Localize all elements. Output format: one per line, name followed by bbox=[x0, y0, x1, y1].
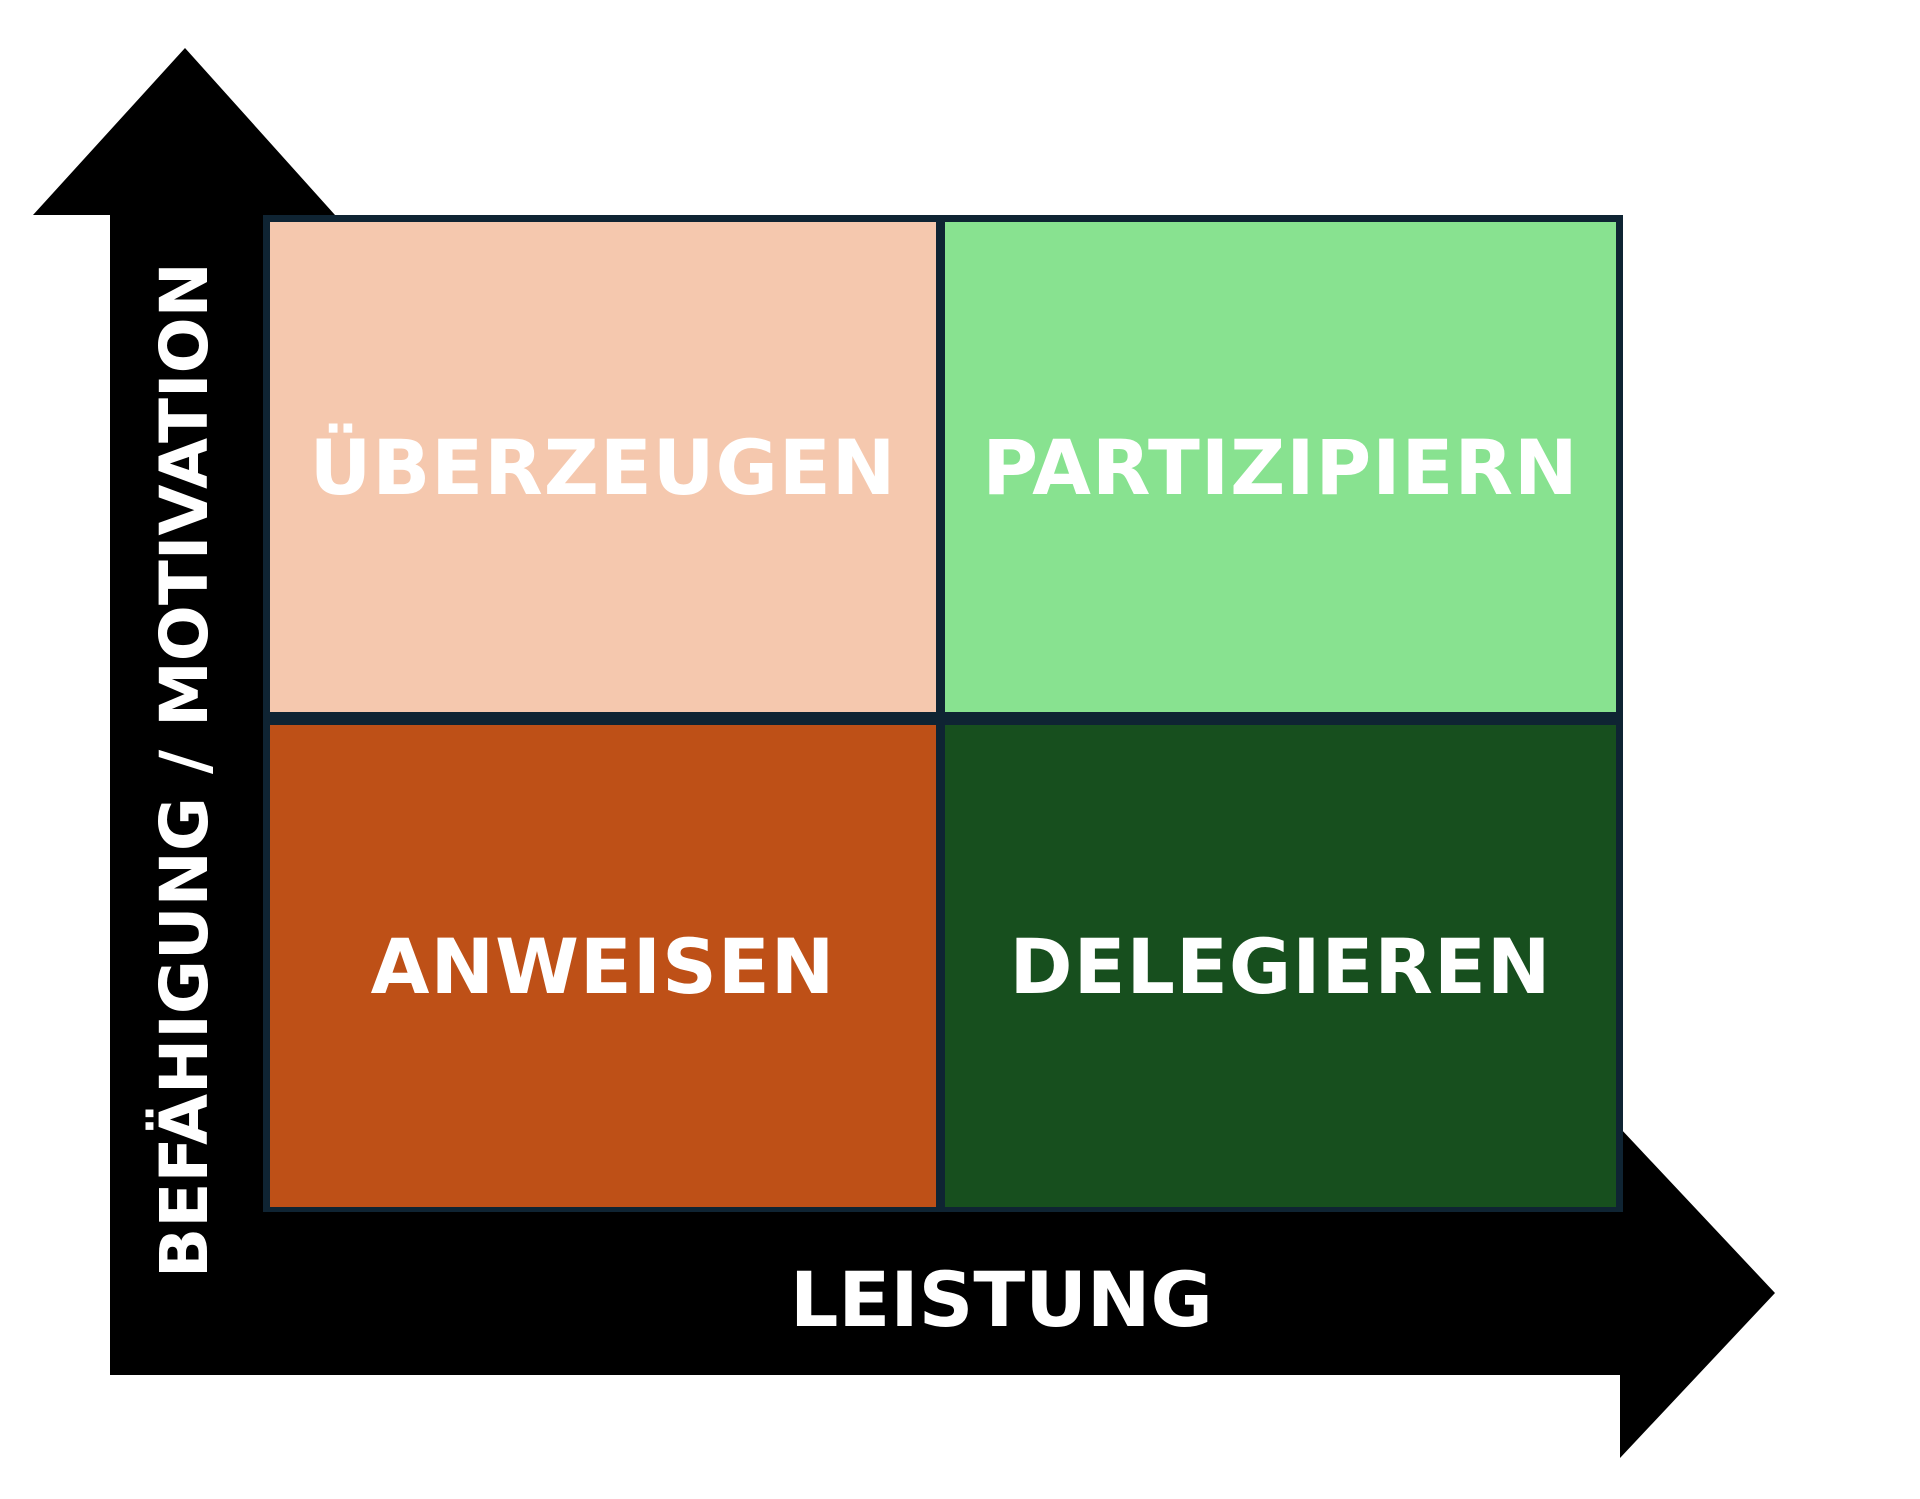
quadrant-bottom-left-label: ANWEISEN bbox=[370, 921, 836, 1011]
x-axis-label: LEISTUNG bbox=[790, 1255, 1213, 1344]
quadrant-top-right: PARTIZIPIERN bbox=[945, 222, 1616, 712]
quadrant-bottom-left: ANWEISEN bbox=[270, 725, 936, 1207]
quadrant-top-right-label: PARTIZIPIERN bbox=[982, 422, 1579, 512]
quadrant-top-left-label: ÜBERZEUGEN bbox=[309, 422, 897, 512]
y-axis-label: BEFÄHIGUNG / MOTIVATION bbox=[146, 262, 223, 1278]
quadrant-bottom-right: DELEGIEREN bbox=[945, 725, 1616, 1207]
y-axis-arrow bbox=[33, 48, 335, 1375]
quadrant-bottom-right-label: DELEGIEREN bbox=[1009, 921, 1552, 1011]
quadrant-top-left: ÜBERZEUGEN bbox=[270, 222, 936, 712]
